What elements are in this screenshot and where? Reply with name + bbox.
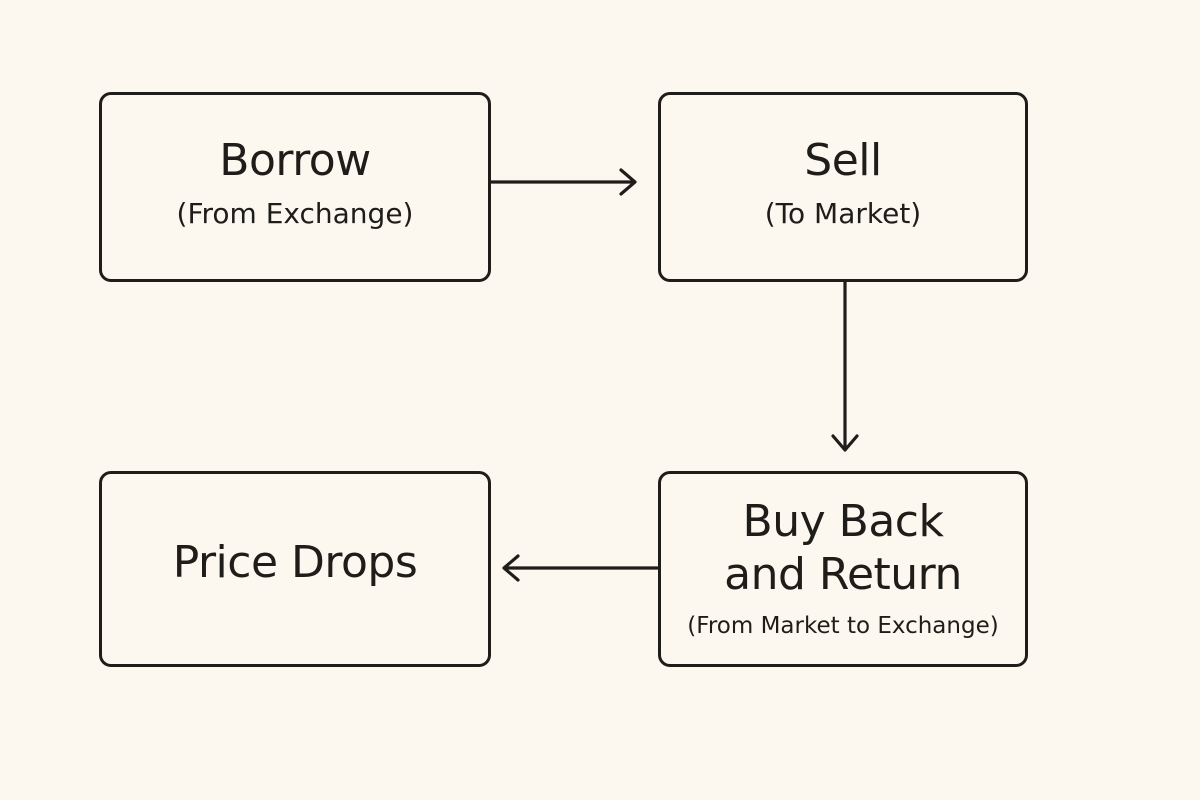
node-sell-title: Sell [804, 134, 882, 186]
node-borrow: Borrow (From Exchange) [99, 92, 491, 282]
node-buy-back-subtitle: (From Market to Exchange) [687, 612, 999, 639]
node-borrow-subtitle: (From Exchange) [176, 197, 414, 231]
arrow-sell-to-buy-back [831, 280, 859, 452]
node-buy-back: Buy Back and Return (From Market to Exch… [658, 471, 1028, 667]
arrow-buy-back-to-price-drops [502, 554, 660, 582]
arrow-borrow-to-sell [489, 168, 637, 196]
node-sell: Sell (To Market) [658, 92, 1028, 282]
node-price-drops: Price Drops [99, 471, 491, 667]
node-buy-back-title-line1: Buy Back [742, 496, 944, 548]
node-buy-back-title-line2: and Return [724, 549, 962, 601]
node-sell-subtitle: (To Market) [764, 197, 922, 231]
node-borrow-title: Borrow [219, 134, 371, 186]
node-price-drops-title: Price Drops [172, 536, 418, 588]
